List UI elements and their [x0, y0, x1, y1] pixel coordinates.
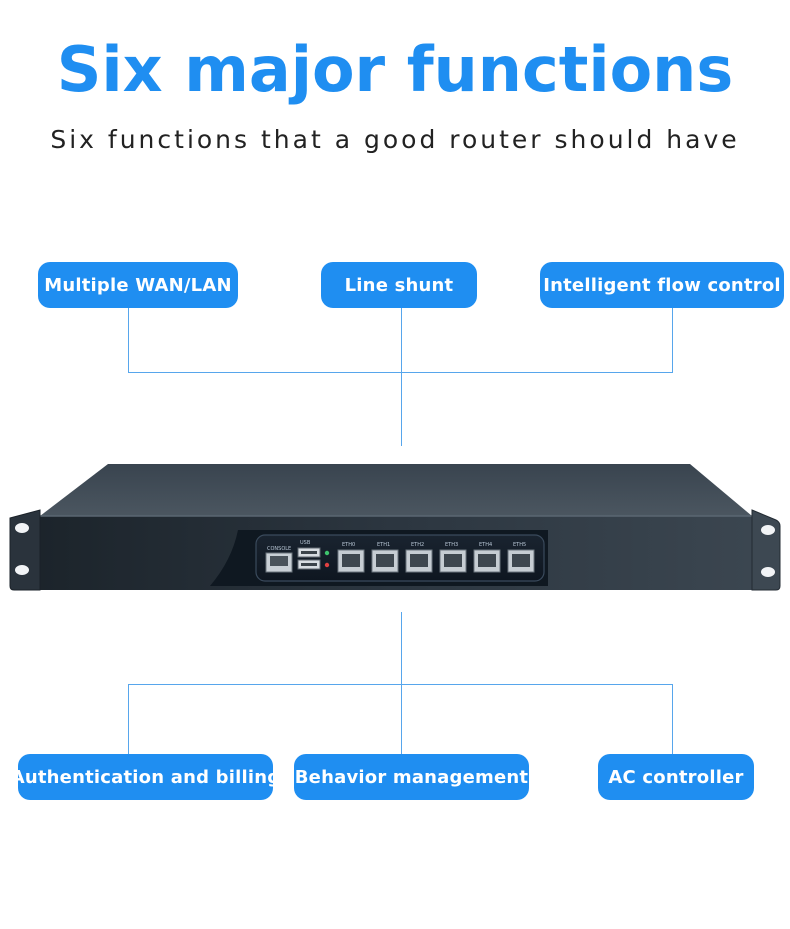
connector-line: [128, 308, 129, 373]
page-title: Six major functions: [56, 33, 734, 106]
connector-line: [401, 308, 402, 446]
port-label-eth4: ETH4: [479, 542, 492, 548]
function-ac-controller: AC controller: [598, 754, 754, 800]
port-label-eth3: ETH3: [445, 542, 458, 548]
ethernet-ports: ETH0 ETH1 ETH2 ETH3 ETH4 ETH5: [337, 542, 535, 573]
port-label-usb: USB: [300, 540, 311, 546]
connector-line: [128, 684, 129, 754]
router-device-image: CONSOLE USB ETH0 ETH1 ETH2 ETH3 ETH4 ETH…: [9, 464, 781, 591]
connector-line: [401, 612, 402, 754]
function-behavior-management: Behavior management: [294, 754, 529, 800]
port-label-eth0: ETH0: [342, 542, 355, 548]
connector-line: [128, 372, 673, 373]
front-panel: [255, 534, 545, 582]
function-line-shunt: Line shunt: [321, 262, 477, 308]
chassis-top: [40, 464, 752, 516]
right-mounting-ear: [751, 509, 781, 591]
port-label-eth1: ETH1: [377, 542, 390, 548]
port-label-eth2: ETH2: [411, 542, 424, 548]
page-subtitle: Six functions that a good router should …: [50, 125, 740, 154]
port-label-eth5: ETH5: [513, 542, 526, 548]
connector-line: [128, 684, 673, 685]
left-mounting-ear: [9, 509, 41, 591]
function-intelligent-flow-control: Intelligent flow control: [540, 262, 784, 308]
function-authentication-and-billing: Authentication and billing: [11, 754, 280, 800]
port-label-console: CONSOLE: [267, 546, 291, 552]
connector-line: [672, 684, 673, 754]
function-multiple-wan-lan: Multiple WAN/LAN: [38, 262, 238, 308]
connector-line: [672, 308, 673, 373]
